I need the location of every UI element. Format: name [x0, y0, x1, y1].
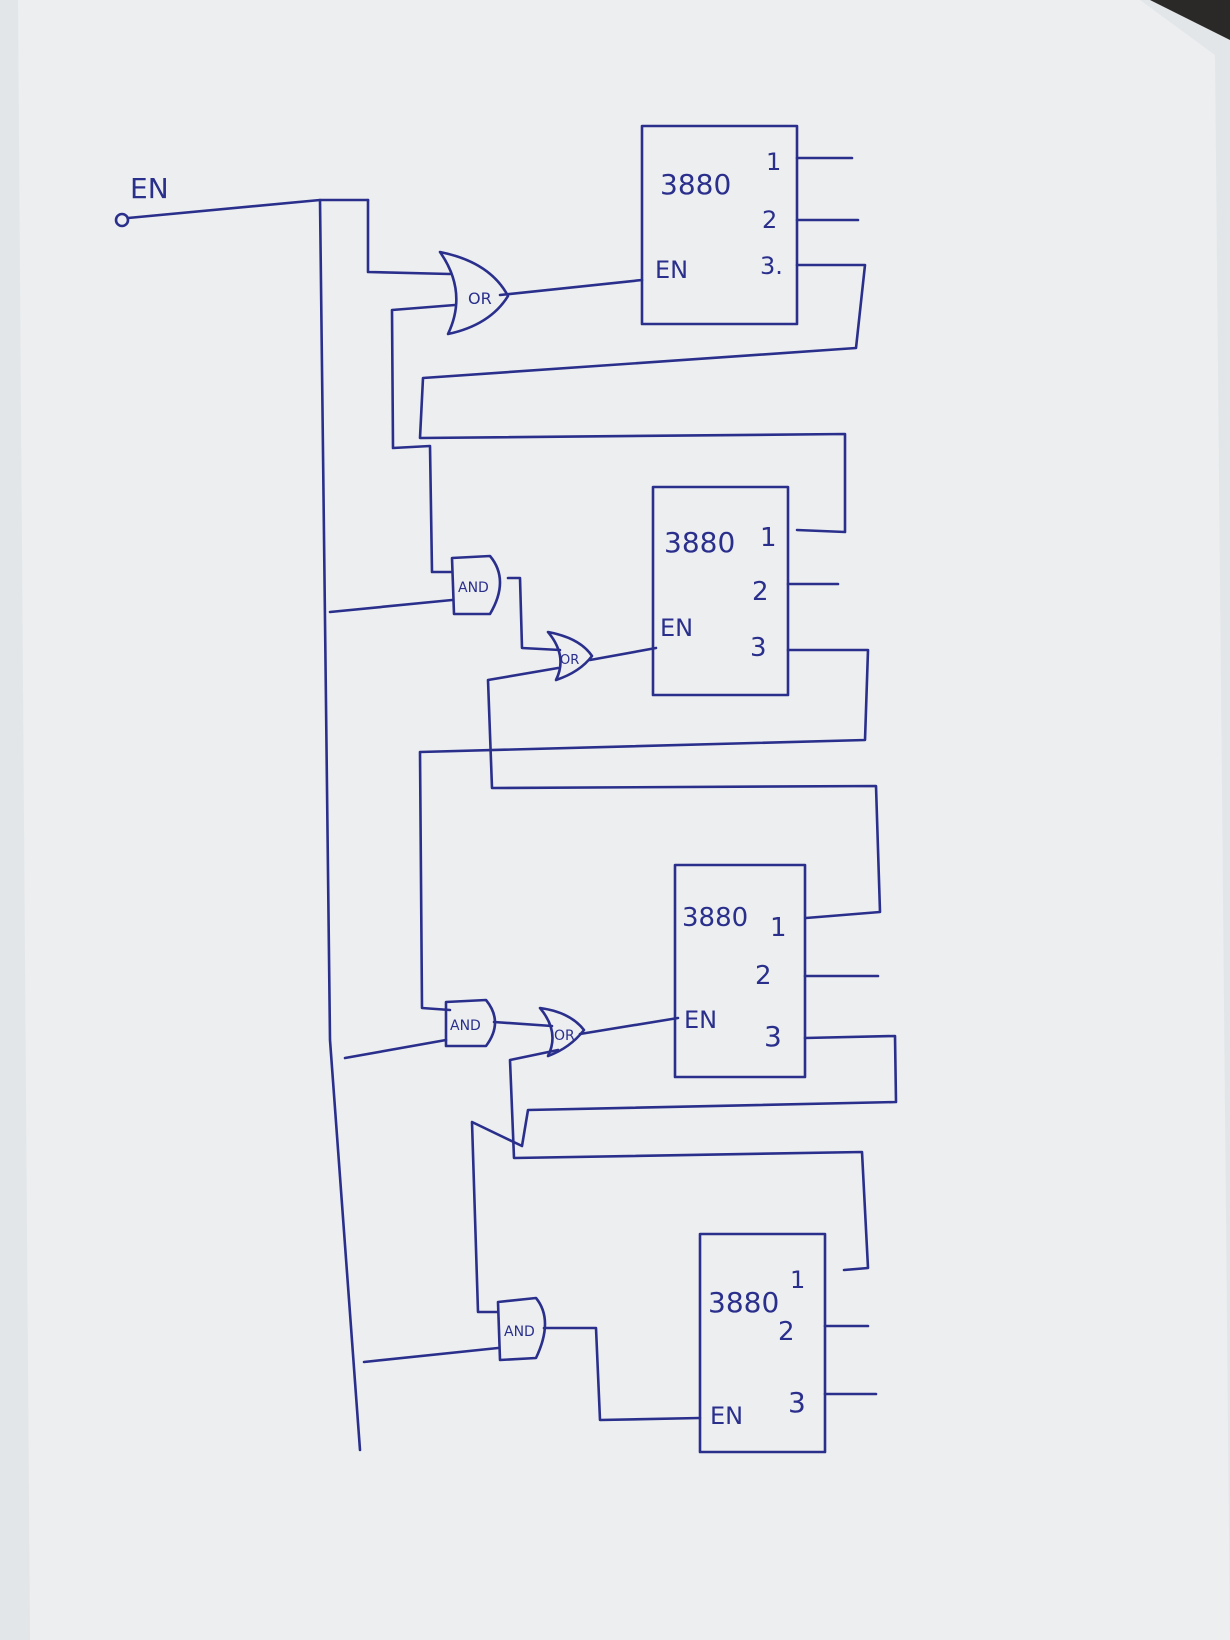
chip2-pin1-label: 1 — [760, 523, 777, 553]
wire-bus-to-and2 — [343, 1038, 448, 1060]
chip4-pin2-label: 2 — [778, 1317, 795, 1347]
chip1-pin3-feedback — [418, 263, 867, 534]
wire-and3-to-chip4-en — [542, 1326, 702, 1422]
wire-en-to-or1 — [366, 198, 452, 276]
or1-label: OR — [468, 289, 492, 308]
wire-and2-to-or3 — [492, 1020, 554, 1028]
wire-bus-to-and1 — [328, 598, 454, 614]
chip3-pin2-label: 2 — [755, 961, 772, 991]
paper-front-sheet — [18, 0, 1230, 1640]
chip1-part-number: 3880 — [660, 168, 731, 201]
en-input-terminal[interactable] — [114, 212, 130, 228]
chip1-pin2-label: 2 — [762, 206, 777, 234]
or3-gate-body — [538, 1006, 586, 1058]
wire-or1-in2-to-and1 — [390, 303, 457, 574]
en-main-bus — [318, 198, 362, 1452]
wire-or2-to-chip2-en — [588, 646, 658, 662]
chip2-pin2-label: 2 — [752, 577, 769, 607]
chip4-part-number: 3880 — [708, 1286, 779, 1319]
labels: EN 3880 1 2 3. EN 3880 1 2 3 EN 3880 1 2… — [130, 148, 806, 1430]
chip2-box — [651, 485, 790, 697]
and3-label: AND — [504, 1324, 535, 1340]
wire-bus-to-and3 — [362, 1346, 500, 1364]
chip2-pin3-label: 3 — [750, 633, 767, 663]
chip4-box — [698, 1232, 827, 1454]
chip2-pin3-feedback — [418, 648, 870, 1012]
wire-or3-to-chip3-en — [578, 1016, 680, 1036]
and1-gate-body — [450, 554, 502, 616]
en-input-label: EN — [130, 172, 169, 205]
wiring — [114, 124, 898, 1454]
chip3-en-label: EN — [684, 1006, 717, 1034]
chip3-pin3-feedback — [470, 1034, 898, 1314]
chip2-en-label: EN — [660, 614, 693, 642]
or3-label: OR — [554, 1028, 575, 1044]
chip1-en-label: EN — [655, 256, 688, 284]
and1-label: AND — [458, 580, 489, 596]
chip1-pin1-label: 1 — [766, 148, 781, 176]
or1-gate-body — [438, 250, 510, 336]
or2-label: OR — [560, 653, 579, 668]
chip3-part-number: 3880 — [682, 903, 748, 933]
chip4-pin3-label: 3 — [788, 1386, 806, 1419]
chip4-en-label: EN — [710, 1402, 743, 1430]
or2-gate-body — [546, 630, 594, 682]
and2-label: AND — [450, 1018, 481, 1034]
chip3-pin1-label: 1 — [770, 913, 787, 943]
and2-gate-body — [444, 998, 497, 1048]
wire-chip4-pin1-to-or3 — [508, 1048, 870, 1272]
chip2-part-number: 3880 — [664, 526, 735, 559]
wire-chip3-pin1-to-or2 — [486, 666, 882, 920]
chip1-pin3-label: 3. — [760, 252, 783, 280]
chip3-pin3-label: 3 — [764, 1020, 782, 1053]
chip4-pin1-label: 1 — [790, 1266, 805, 1294]
wire-and1-to-or2 — [506, 576, 562, 652]
chip3-box — [673, 863, 807, 1079]
chip1-box — [640, 124, 799, 326]
wire-or1-to-chip1-en — [498, 278, 644, 297]
